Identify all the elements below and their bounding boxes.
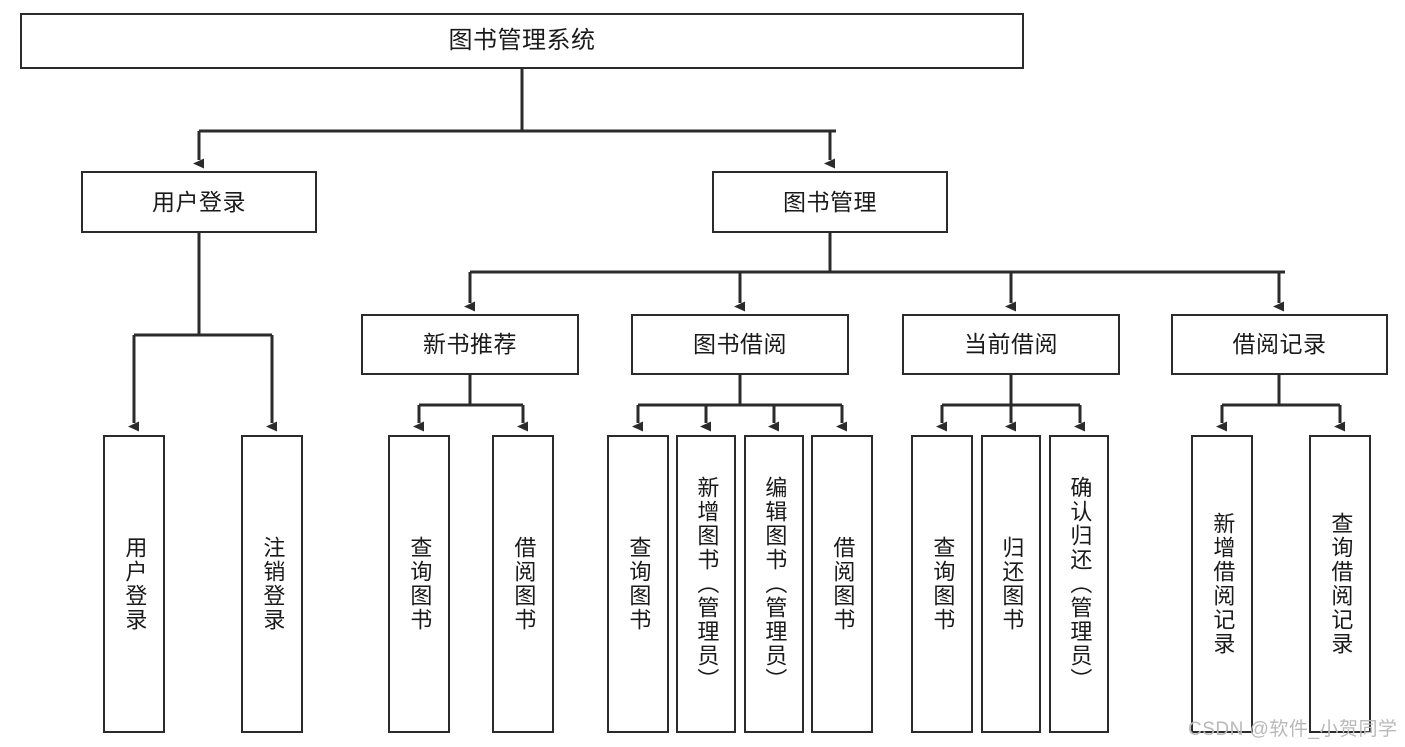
node-label: 图书管理 xyxy=(783,188,877,215)
node-label: 新书推荐 xyxy=(423,331,517,358)
node-label: 图书管理系统 xyxy=(448,27,596,55)
node-label: 用户登录 xyxy=(122,536,148,632)
node-label: 用户登录 xyxy=(152,188,246,215)
leaf-return-book[interactable]: 归还图书 xyxy=(981,435,1041,733)
leaf-add-borrow-record[interactable]: 新增借阅记录 xyxy=(1191,435,1253,733)
node-label: 查询图书 xyxy=(407,536,433,632)
watermark-text: CSDN @软件_小贺同学 xyxy=(1188,719,1398,740)
node-label: 归还图书 xyxy=(999,536,1025,632)
node-label: 查询图书 xyxy=(626,536,652,632)
leaf-user-login[interactable]: 用户登录 xyxy=(103,435,165,733)
leaf-query-book-new-rec[interactable]: 查询图书 xyxy=(388,435,450,733)
leaf-edit-book-admin[interactable]: 编辑图书（管理员） xyxy=(744,435,804,733)
node-user-login[interactable]: 用户登录 xyxy=(81,171,317,233)
node-label: 新增图书（管理员） xyxy=(694,476,720,692)
node-label: 确认归还（管理员） xyxy=(1067,476,1093,692)
node-new-book-recommendation[interactable]: 新书推荐 xyxy=(361,314,579,375)
node-label: 借阅图书 xyxy=(830,536,856,632)
leaf-confirm-return-admin[interactable]: 确认归还（管理员） xyxy=(1049,435,1109,733)
leaf-logout-login[interactable]: 注销登录 xyxy=(241,435,303,733)
node-root-book-management-system[interactable]: 图书管理系统 xyxy=(20,13,1024,69)
node-label: 查询图书 xyxy=(930,536,956,632)
leaf-query-borrow-record[interactable]: 查询借阅记录 xyxy=(1309,435,1371,733)
node-borrowing-records[interactable]: 借阅记录 xyxy=(1171,314,1388,375)
leaf-query-book-current[interactable]: 查询图书 xyxy=(911,435,973,733)
node-label: 当前借阅 xyxy=(964,331,1058,358)
node-label: 查询借阅记录 xyxy=(1328,512,1354,656)
node-label: 借阅记录 xyxy=(1232,331,1327,358)
node-label: 借阅图书 xyxy=(511,536,537,632)
node-label: 注销登录 xyxy=(260,536,286,632)
node-current-borrowing[interactable]: 当前借阅 xyxy=(902,314,1120,375)
node-book-borrowing[interactable]: 图书借阅 xyxy=(631,314,849,375)
node-label: 新增借阅记录 xyxy=(1210,512,1236,656)
leaf-query-book-borrowing[interactable]: 查询图书 xyxy=(607,435,669,733)
csdn-watermark: CSDN @软件_小贺同学 xyxy=(1188,714,1397,741)
leaf-add-book-admin[interactable]: 新增图书（管理员） xyxy=(676,435,736,733)
node-label: 编辑图书（管理员） xyxy=(762,476,788,692)
leaf-borrow-book-new-rec[interactable]: 借阅图书 xyxy=(492,435,554,733)
leaf-borrow-book-borrowing[interactable]: 借阅图书 xyxy=(811,435,873,733)
node-book-management[interactable]: 图书管理 xyxy=(712,171,948,233)
node-label: 图书借阅 xyxy=(693,331,787,358)
